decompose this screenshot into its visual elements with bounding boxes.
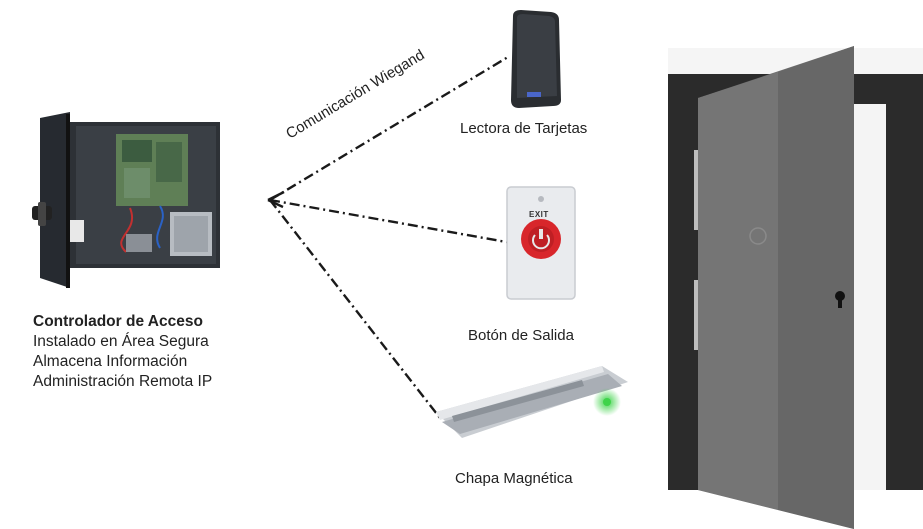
exit-button-text: EXIT bbox=[529, 210, 549, 219]
controller-line-1: Instalado en Área Segura bbox=[33, 333, 209, 350]
exit-button-label: Botón de Salida bbox=[468, 327, 574, 344]
line-to-exit-button bbox=[269, 198, 513, 245]
access-controller-image bbox=[32, 112, 220, 288]
junction-arrow bbox=[267, 190, 285, 209]
exit-button-image bbox=[506, 186, 576, 300]
card-reader-label: Lectora de Tarjetas bbox=[460, 120, 588, 137]
controller-description: Controlador de Acceso Instalado en Área … bbox=[33, 312, 212, 392]
line-to-reader bbox=[269, 55, 509, 202]
magnetic-lock-label: Chapa Magnética bbox=[455, 470, 573, 487]
card-reader-image bbox=[511, 10, 561, 108]
controller-line-3: Administración Remota IP bbox=[33, 373, 213, 390]
door-image bbox=[668, 46, 923, 529]
controller-line-2: Almacena Información bbox=[33, 353, 188, 370]
controller-title: Controlador de Acceso bbox=[33, 313, 203, 330]
magnetic-lock-image bbox=[436, 366, 628, 438]
line-to-mag-lock bbox=[269, 199, 441, 419]
